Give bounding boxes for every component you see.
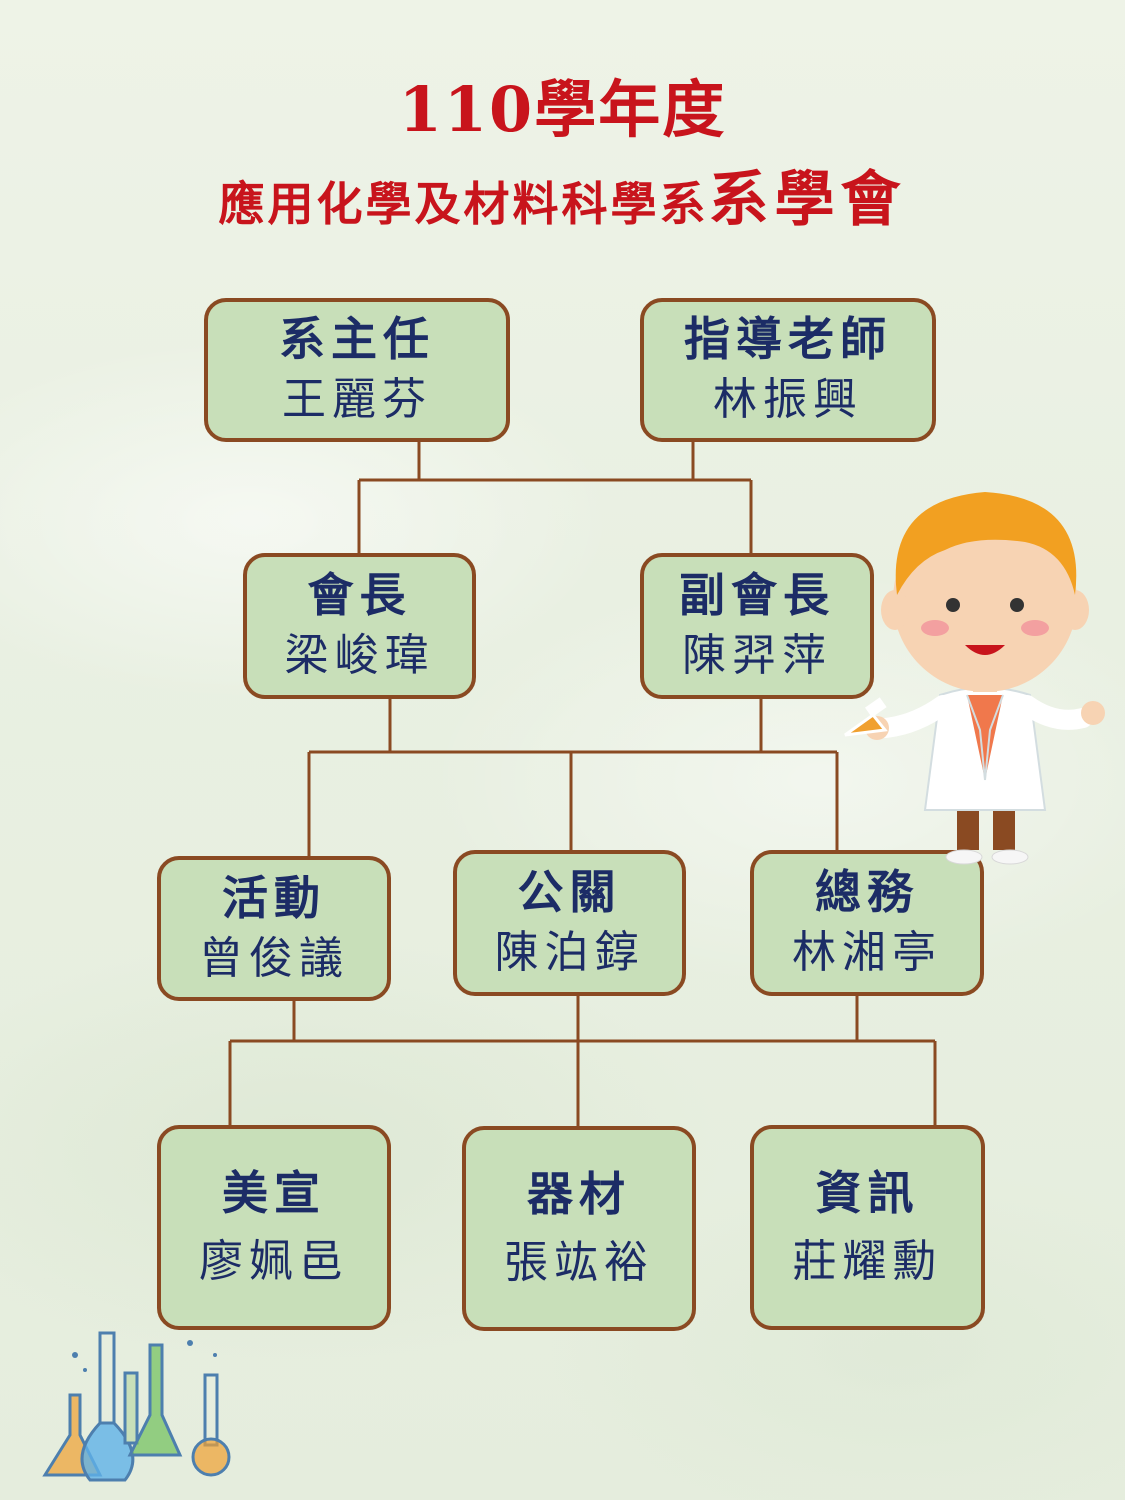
node-pr: 公關 陳泊錞 [453,850,686,996]
node-role: 器材 [527,1166,631,1221]
title-year: 110學年度 [398,73,727,146]
title-department-main: 應用化學及材料科學系 [218,177,709,231]
node-person: 林振興 [713,374,863,425]
node-person: 陳泊錞 [494,927,645,978]
lab-flasks-icon [42,1331,231,1482]
node-person: 廖姵邑 [199,1235,349,1287]
node-role: 資訊 [815,1165,920,1220]
node-role: 會長 [307,568,412,622]
node-president: 會長 梁峻瑋 [243,553,476,699]
title-association: 系學會 [708,165,907,235]
scientist-character-icon [844,492,1105,865]
node-person: 王麗芬 [282,374,432,425]
node-activity: 活動 曾俊議 [157,856,391,1001]
node-person: 梁峻瑋 [284,630,435,681]
node-role: 系主任 [279,312,435,366]
node-role: 活動 [222,870,326,925]
node-role: 美宣 [222,1165,326,1220]
node-person: 莊耀勳 [792,1235,943,1287]
node-role: 副會長 [679,568,835,622]
node-chair: 系主任 王麗芬 [204,298,510,442]
node-art: 美宣 廖姵邑 [157,1125,391,1330]
node-equipment: 器材 張竑裕 [462,1126,696,1331]
title-department: 應用化學及材料科學系系學會 [0,165,1125,239]
node-role: 總務 [815,865,919,919]
node-person: 曾俊議 [199,932,349,984]
node-role: 指導老師 [684,312,892,366]
node-person: 張竑裕 [504,1236,654,1288]
node-person: 陳羿萍 [682,630,832,681]
node-advisor: 指導老師 林振興 [640,298,936,442]
node-vice-president: 副會長 陳羿萍 [640,553,874,699]
node-info: 資訊 莊耀勳 [750,1125,985,1330]
node-role: 公關 [517,865,622,919]
node-person: 林湘亭 [792,927,942,978]
node-general-affairs: 總務 林湘亭 [750,850,984,996]
